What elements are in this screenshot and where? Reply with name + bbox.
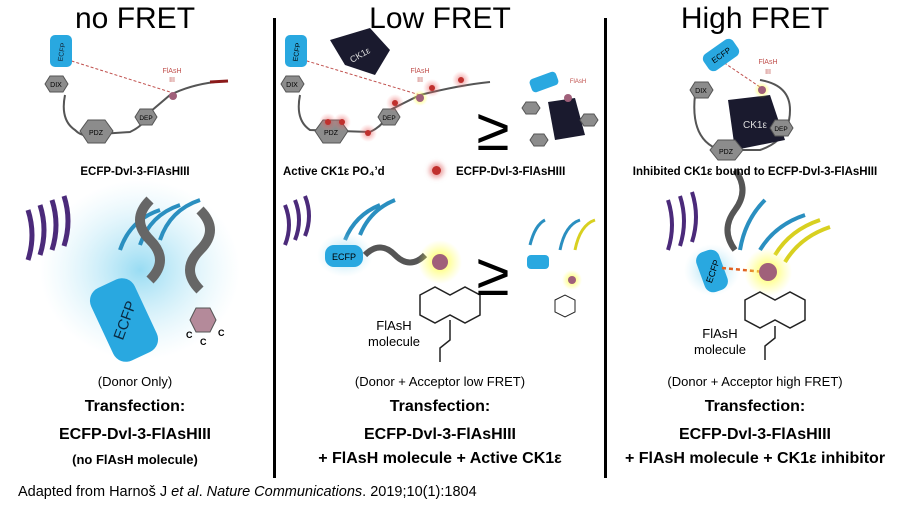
svg-text:ECFP: ECFP <box>332 252 356 262</box>
svg-text:FlAsH: FlAsH <box>162 68 181 75</box>
caption-no-fret: ECFP-Dvl-3-FlAsHIII <box>80 166 190 178</box>
svg-text:FlAsH: FlAsH <box>570 79 586 85</box>
svg-text:DEP: DEP <box>382 115 395 122</box>
transfection-label-no-fret: Transfection: <box>84 398 186 415</box>
condition-high-fret: (Donor + Acceptor high FRET) <box>667 374 843 389</box>
panel-title-no-fret: no FRET <box>74 2 196 35</box>
citation-sep: . <box>198 484 207 500</box>
ck1e-kinase <box>330 28 390 75</box>
extra-no-fret: (no FlAsH molecule) <box>72 452 198 467</box>
svg-text:DIX: DIX <box>50 82 62 89</box>
svg-text:FlAsH: FlAsH <box>758 59 777 66</box>
svg-text:PDZ: PDZ <box>89 130 104 137</box>
high-fret-illustration: ECFP <box>666 168 831 360</box>
citation-etal: et al <box>171 484 199 500</box>
construct-high-fret: ECFP-Dvl-3-FlAsHIII <box>678 426 831 443</box>
svg-text:≥: ≥ <box>477 241 510 308</box>
transfection-label-low-fret: Transfection: <box>389 398 491 415</box>
svg-text:III: III <box>169 77 175 84</box>
geq-symbol: ≥ <box>477 96 510 163</box>
ecfp-donor-illustration: ECFP C C C <box>25 180 240 362</box>
dvl3-schematic-low-fret: ECFP CK1ε DIX PDZ DEP FlAsH III ≥ FlAsH <box>280 28 599 163</box>
panel-title-high-fret: High FRET <box>680 2 830 35</box>
dvl3-schematic-high-fret: ECFP CK1ε DIX PDZ DEP FlAsH III <box>689 38 794 161</box>
condition-low-fret: (Donor + Acceptor low FRET) <box>354 374 526 389</box>
dvl3-schematic-no-fret: ECFP DIX PDZ DEP FlAsH III <box>44 35 229 144</box>
low-fret-illustration: ECFP ≥ <box>283 195 596 362</box>
divider-left <box>273 18 276 478</box>
ecfp-barrel <box>50 35 72 67</box>
divider-right <box>604 18 607 478</box>
svg-text:III: III <box>765 69 771 76</box>
svg-text:FlAsH: FlAsH <box>410 68 429 75</box>
flash-molecule-structure <box>419 286 481 324</box>
svg-text:ECFP: ECFP <box>57 42 67 62</box>
panel-title-low-fret: Low FRET <box>369 2 511 35</box>
citation-details: . 2019;10(1):1804 <box>362 484 477 500</box>
svg-text:DEP: DEP <box>774 126 787 133</box>
construct-low-fret: ECFP-Dvl-3-FlAsHIII <box>363 426 516 443</box>
citation-prefix: Adapted from Harnoš J <box>18 484 172 500</box>
svg-text:PDZ: PDZ <box>324 130 339 137</box>
flash-molecule-label-low: FlAsH molecule <box>368 318 421 349</box>
svg-text:C: C <box>200 337 207 347</box>
citation-footer: Adapted from Harnoš J et al. Nature Comm… <box>18 484 477 500</box>
citation-journal: Nature Communications <box>206 484 363 500</box>
svg-text:III: III <box>417 77 423 84</box>
transfection-label-high-fret: Transfection: <box>704 398 806 415</box>
condition-no-fret: (Donor Only) <box>97 374 173 389</box>
caption-low-fret-right: ECFP-Dvl-3-FlAsHIII <box>456 166 566 178</box>
construct-no-fret: ECFP-Dvl-3-FlAsHIII <box>58 426 211 443</box>
flash-molecule-label-high: FlAsH molecule <box>693 326 747 357</box>
extra-low-fret: + FlAsH molecule + Active CK1ε <box>318 450 562 467</box>
svg-text:DIX: DIX <box>286 82 298 89</box>
svg-text:C: C <box>218 328 225 338</box>
svg-text:C: C <box>186 330 193 340</box>
svg-text:ECFP: ECFP <box>292 42 302 62</box>
caption-low-fret-left: Active CK1ε PO₄’d <box>283 166 385 178</box>
svg-text:CK1ε: CK1ε <box>743 120 767 131</box>
schematic-drawings: ECFP DIX PDZ DEP FlAsH III ECFP C C C <box>25 28 831 362</box>
svg-text:PDZ: PDZ <box>719 149 734 156</box>
svg-text:DIX: DIX <box>695 88 707 95</box>
phosphate-icon <box>432 166 441 175</box>
caption-high-fret: Inhibited CK1ε bound to ECFP-Dvl-3-FlAsH… <box>632 166 878 178</box>
svg-text:DEP: DEP <box>139 115 152 122</box>
extra-high-fret: + FlAsH molecule + CK1ε inhibitor <box>624 450 886 467</box>
